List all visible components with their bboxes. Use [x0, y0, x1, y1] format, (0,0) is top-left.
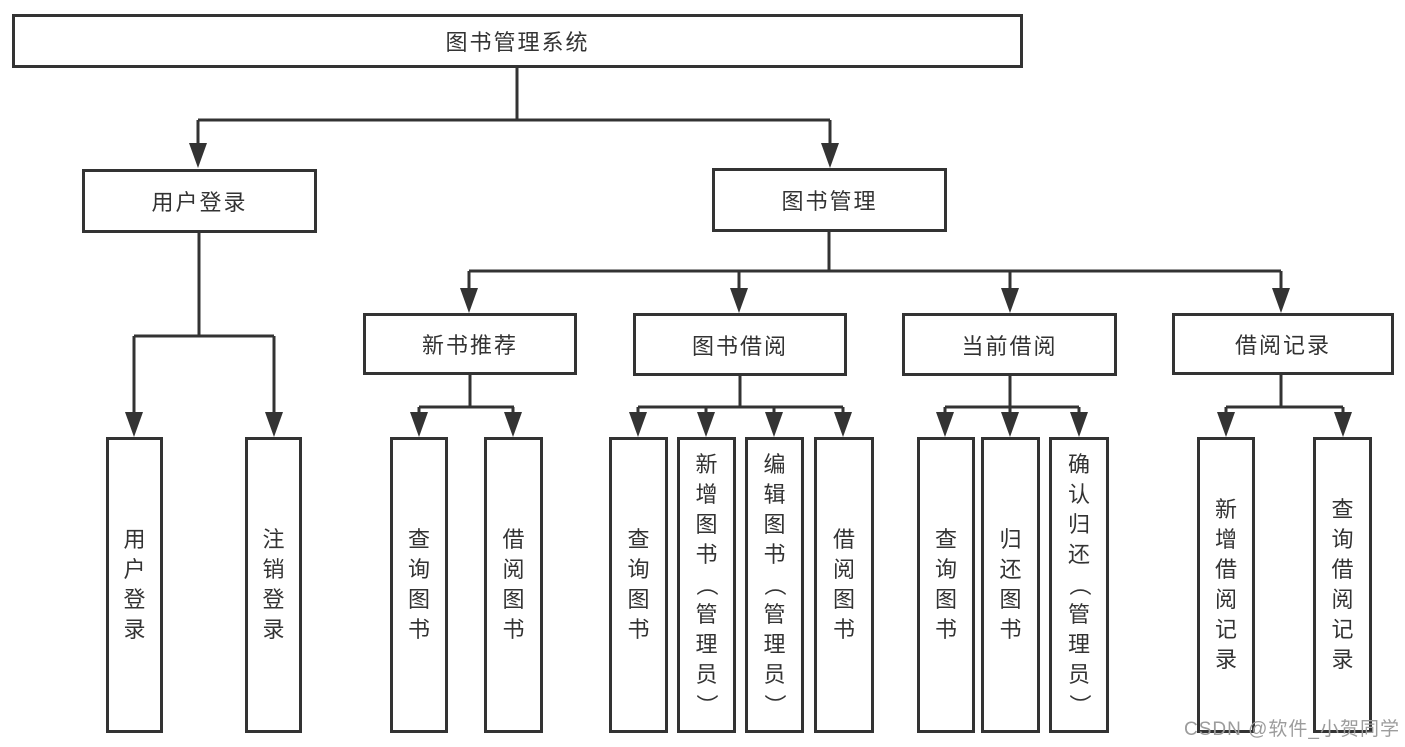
arrow-down-icon — [936, 412, 954, 437]
node-nbr-borrow-books: 借阅图书 — [484, 437, 543, 733]
node-label: 查询图书 — [407, 527, 430, 642]
watermark: CSDN @软件_小贺同学 — [1184, 719, 1400, 740]
arrow-down-icon — [504, 412, 522, 437]
node-label: 用户登录 — [123, 527, 146, 642]
arrow-down-icon — [1001, 288, 1019, 313]
arrow-down-icon — [697, 412, 715, 437]
node-bb-edit-books-admin: 编辑图书（管理员） — [745, 437, 804, 733]
arrow-down-icon — [730, 288, 748, 313]
node-book-borrowing: 图书借阅 — [633, 313, 847, 376]
node-user-login-leaf: 用户登录 — [106, 437, 163, 733]
node-library-system: 图书管理系统 — [12, 14, 1023, 68]
node-label: 图书借阅 — [691, 333, 788, 359]
node-label: 确认归还（管理员） — [1066, 452, 1092, 717]
node-label: 新书推荐 — [421, 333, 518, 358]
node-label: 当前借阅 — [961, 333, 1058, 359]
arrow-down-icon — [1001, 412, 1019, 437]
arrow-down-icon — [1217, 412, 1235, 437]
node-new-book-recommend: 新书推荐 — [363, 313, 577, 375]
node-label: 新增图书（管理员） — [694, 452, 720, 717]
node-label: 查询图书 — [934, 527, 957, 642]
node-cb-return-books: 归还图书 — [981, 437, 1040, 733]
node-label: 图书管理系统 — [445, 30, 590, 55]
node-nbr-query-books: 查询图书 — [390, 437, 448, 733]
node-bb-add-books-admin: 新增图书（管理员） — [677, 437, 736, 733]
arrow-down-icon — [189, 143, 207, 168]
arrow-down-icon — [1070, 412, 1088, 437]
node-br-add-record: 新增借阅记录 — [1197, 437, 1255, 733]
node-current-borrowing: 当前借阅 — [902, 313, 1117, 376]
node-user-login: 用户登录 — [82, 169, 317, 233]
node-label: 注销登录 — [262, 527, 285, 642]
node-bb-borrow-books: 借阅图书 — [814, 437, 874, 733]
arrow-down-icon — [265, 412, 283, 437]
node-label: 归还图书 — [999, 527, 1022, 642]
arrow-down-icon — [821, 143, 839, 168]
node-cb-query-books: 查询图书 — [917, 437, 975, 733]
arrow-down-icon — [629, 412, 647, 437]
node-book-management: 图书管理 — [712, 168, 947, 232]
node-label: 查询借阅记录 — [1331, 497, 1354, 672]
arrow-down-icon — [460, 288, 478, 313]
node-logout: 注销登录 — [245, 437, 302, 733]
arrow-down-icon — [834, 412, 852, 437]
node-label: 新增借阅记录 — [1214, 497, 1237, 672]
node-label: 图书管理 — [781, 189, 878, 214]
arrow-down-icon — [1334, 412, 1352, 437]
node-label: 编辑图书（管理员） — [762, 452, 788, 717]
arrow-down-icon — [1272, 288, 1290, 313]
node-label: 借阅图书 — [502, 527, 525, 642]
node-label: 查询图书 — [627, 527, 650, 642]
node-bb-query-books: 查询图书 — [609, 437, 668, 733]
node-br-query-record: 查询借阅记录 — [1313, 437, 1372, 733]
arrow-down-icon — [765, 412, 783, 437]
arrow-down-icon — [125, 412, 143, 437]
node-label: 借阅记录 — [1234, 333, 1331, 358]
node-borrowing-records: 借阅记录 — [1172, 313, 1394, 375]
arrow-down-icon — [410, 412, 428, 437]
node-label: 用户登录 — [151, 190, 248, 215]
node-label: 借阅图书 — [832, 527, 855, 642]
node-cb-confirm-return-admin: 确认归还（管理员） — [1049, 437, 1109, 733]
